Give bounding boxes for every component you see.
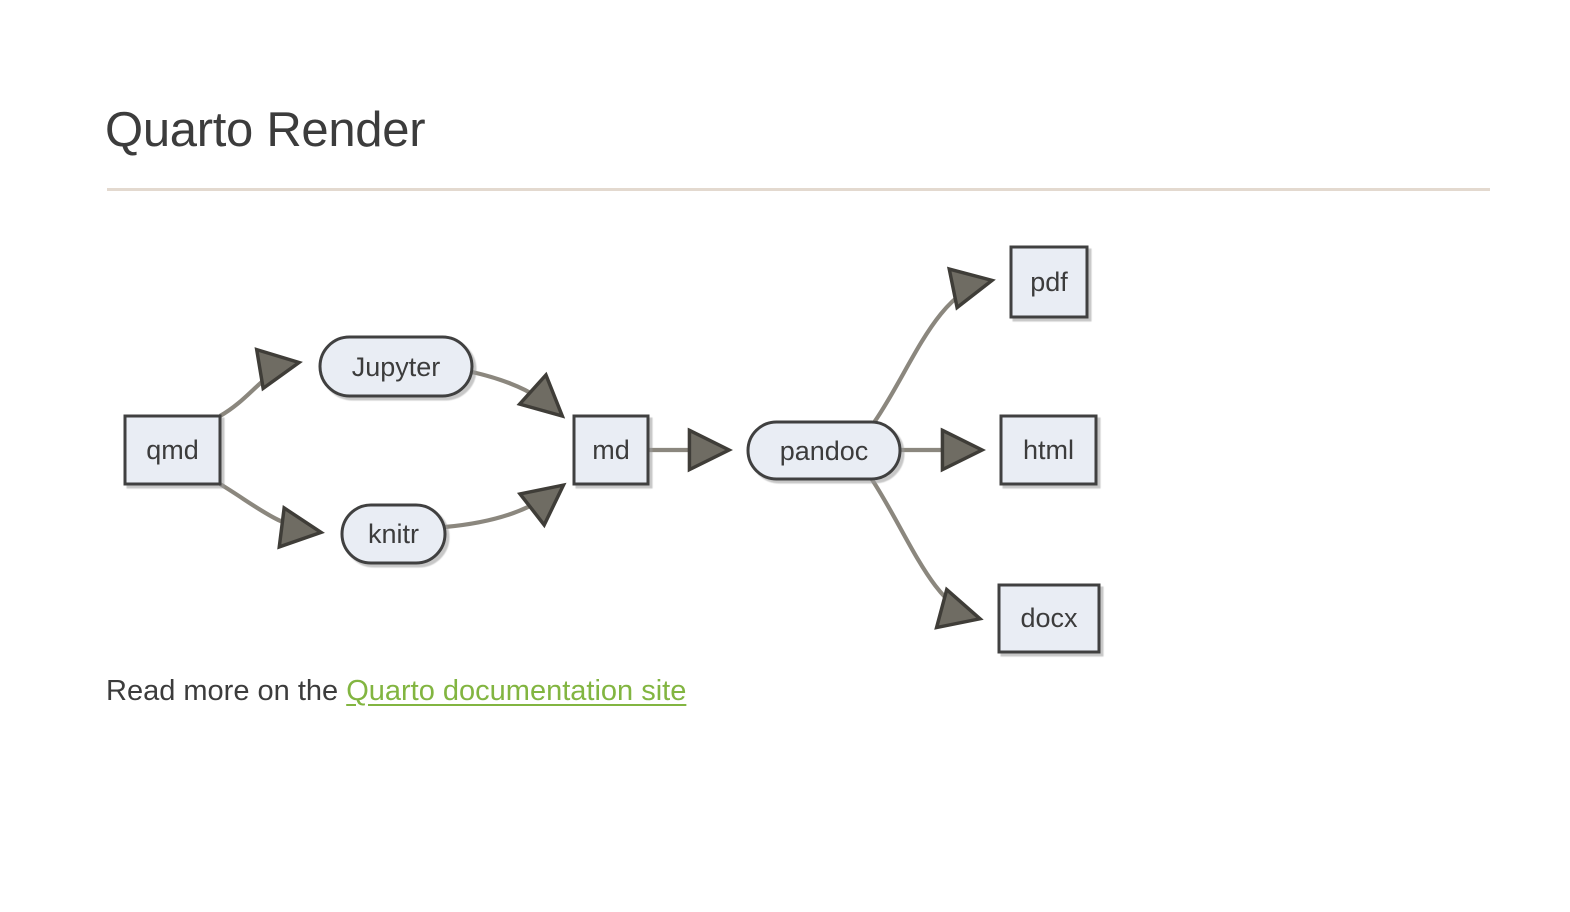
node-jupyter[interactable]: Jupyter [318, 335, 474, 398]
node-pdf-shape [1009, 245, 1089, 319]
node-html-shape [999, 414, 1098, 486]
page-title: Quarto Render [105, 103, 426, 157]
node-pandoc-shape [746, 420, 902, 481]
title-divider [107, 188, 1490, 191]
node-docx-label: docx [1020, 603, 1078, 633]
flowchart-svg: qmd Jupyter knitr md [123, 245, 1101, 654]
node-knitr-label: knitr [368, 519, 419, 549]
read-more-lead-text: Read more on the [106, 675, 347, 707]
node-md[interactable]: md [572, 414, 650, 486]
node-md-label: md [592, 435, 630, 465]
edge-qmd-to-knitr [218, 482, 318, 532]
node-docx[interactable]: docx [997, 583, 1101, 654]
quarto-render-flowchart: qmd Jupyter knitr md [0, 215, 1570, 665]
edge-pandoc-to-pdf [871, 281, 989, 426]
node-html[interactable]: html [999, 414, 1098, 486]
node-jupyter-label: Jupyter [352, 352, 441, 382]
node-pandoc[interactable]: pandoc [746, 420, 902, 481]
quarto-documentation-link[interactable]: Quarto documentation site [346, 675, 687, 707]
read-more-paragraph: Read more on the Quarto documentation si… [106, 672, 686, 711]
edge-pandoc-to-docx [869, 476, 977, 618]
node-md-shape [572, 414, 650, 486]
edge-knitr-to-md [444, 487, 561, 530]
flowchart-edges [218, 281, 989, 618]
flowchart-nodes: qmd Jupyter knitr md [123, 245, 1101, 654]
node-qmd-label: qmd [146, 435, 199, 465]
node-html-label: html [1023, 435, 1074, 465]
node-pdf[interactable]: pdf [1009, 245, 1089, 319]
node-jupyter-shape [318, 335, 474, 398]
node-pandoc-label: pandoc [780, 436, 869, 466]
node-knitr-shape [340, 503, 447, 565]
edge-jupyter-to-md [471, 369, 560, 414]
edge-qmd-to-jupyter [218, 363, 296, 418]
node-knitr[interactable]: knitr [340, 503, 447, 565]
node-pdf-label: pdf [1030, 267, 1068, 297]
node-qmd-shape [123, 414, 222, 486]
node-docx-shape [997, 583, 1101, 654]
node-qmd[interactable]: qmd [123, 414, 222, 486]
